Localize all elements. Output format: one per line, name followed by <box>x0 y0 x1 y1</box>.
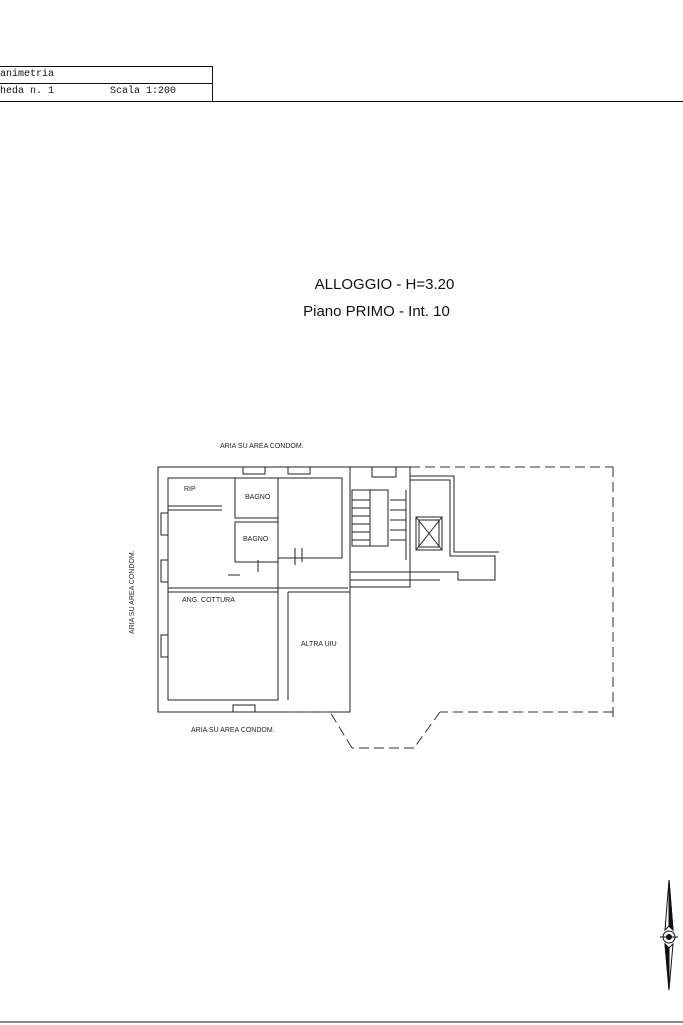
bagno-wall <box>234 477 279 519</box>
plan-subtitle: Piano PRIMO - Int. 10 <box>303 303 450 320</box>
header-sheet: heda n. 1 <box>0 86 55 97</box>
header-title: anime​tria <box>0 69 55 80</box>
divider <box>0 66 213 67</box>
label-bagno-1: BAGNO <box>245 494 271 501</box>
label-aria-left: ARIA SU AREA CONDOM. <box>129 550 136 634</box>
plan-title: ALLOGGIO - H=3.20 <box>314 276 455 293</box>
label-rip: RIP <box>184 486 196 493</box>
header-scale: Scala 1:200 <box>110 86 177 97</box>
divider <box>212 66 213 101</box>
outer-wall <box>157 466 351 713</box>
title-block: anime​tria heda n. 1 Scala 1:200 <box>0 66 213 101</box>
stair-wall <box>349 466 411 588</box>
label-altra-uiu: ALTRA UIU <box>301 641 337 648</box>
label-bagno-2: BAGNO <box>243 536 269 543</box>
header-underline <box>0 101 683 102</box>
bagno-wall <box>234 521 279 563</box>
inner-wall <box>167 477 279 701</box>
divider <box>0 83 213 84</box>
label-aria-top: ARIA SU AREA CONDOM. <box>220 443 304 450</box>
north-arrow-icon <box>660 879 678 991</box>
room-wall <box>277 477 343 559</box>
label-ang-cottura: ANG. COTTURA <box>182 597 235 604</box>
elevator <box>415 516 443 551</box>
label-aria-bottom: ARIA SU AREA CONDOM. <box>191 727 275 734</box>
